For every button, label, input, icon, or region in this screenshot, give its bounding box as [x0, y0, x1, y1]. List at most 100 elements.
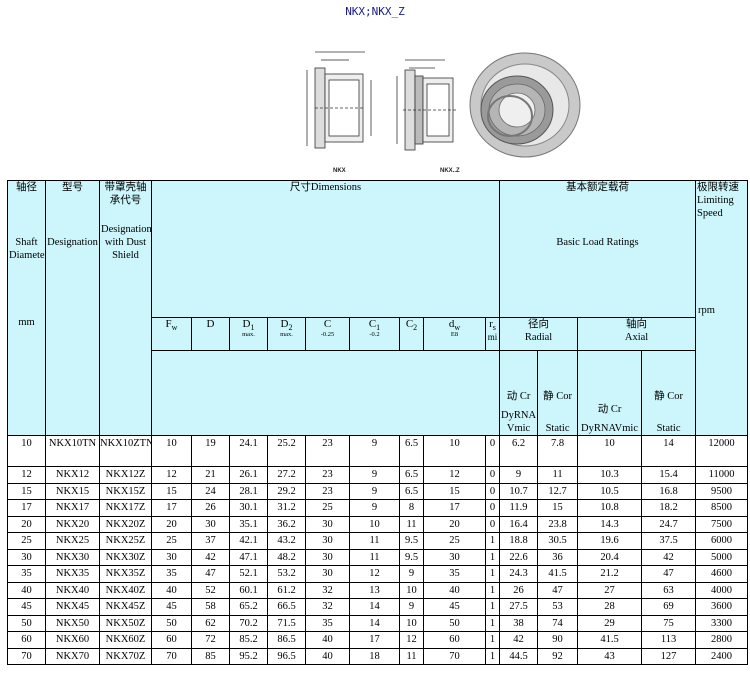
table-cell: 21 [191, 466, 230, 484]
table-cell: NKX20Z [99, 515, 152, 533]
table-cell: 6.5 [399, 482, 424, 500]
table-cell: 8500 [695, 499, 749, 517]
c-sym: C [323, 318, 332, 331]
radial-cor-en: Static [545, 423, 570, 434]
table-cell: 24.1 [229, 435, 268, 467]
header-D: D [191, 317, 230, 351]
table-cell: 25 [305, 499, 350, 517]
table-cell: 14 [349, 614, 400, 632]
header-dimensions: 尺寸Dimensions [150, 180, 501, 318]
table-cell: 6.5 [399, 435, 424, 467]
header-model-cn: 型号 [62, 182, 83, 193]
table-cell: 14.3 [577, 515, 643, 533]
table-cell: 43 [577, 647, 643, 665]
header-speed: 极限转速 Limiting Speed rpm [695, 180, 749, 436]
header-shaft: 轴径 Shaft Diameter mm [7, 180, 46, 436]
table-cell: 63 [641, 581, 697, 599]
axial-cor-cn: 静 Cor [654, 391, 683, 402]
table-cell: 17 [151, 499, 192, 517]
c1-note: -0.2 [369, 331, 380, 338]
table-cell: 58 [191, 598, 230, 616]
table-cell: NKX40Z [99, 581, 152, 599]
figure-caption-left: NKX [333, 168, 346, 174]
table-cell: 10 [423, 435, 486, 467]
table-cell: 13 [349, 581, 400, 599]
table-cell: 70.2 [229, 614, 268, 632]
table-cell: 47 [641, 565, 697, 583]
table-cell: 9.5 [399, 532, 424, 550]
table-cell: 62 [191, 614, 230, 632]
table-cell: 8 [399, 499, 424, 517]
table-cell: NKX50Z [99, 614, 152, 632]
table-cell: 42.1 [229, 532, 268, 550]
table-cell: NKX12Z [99, 466, 152, 484]
table-cell: 23 [305, 482, 350, 500]
table-cell: 11 [399, 647, 424, 665]
table-cell: 10.8 [577, 499, 643, 517]
table-cell: 17 [349, 631, 400, 649]
table-cell: 60 [423, 631, 486, 649]
header-dust: 带罩壳轴承代号 Designation with Dust Shield [99, 180, 152, 436]
table-cell: 25 [151, 532, 192, 550]
table-cell: 9 [499, 466, 539, 484]
table-cell: 1 [484, 647, 501, 665]
table-cell: 32 [305, 598, 350, 616]
table-cell: 6.2 [499, 435, 539, 467]
table-cell: 10 [577, 435, 643, 467]
table-cell: 50 [151, 614, 192, 632]
table-cell: 15 [423, 482, 486, 500]
table-cell: 10.5 [577, 482, 643, 500]
table-cell: 27.5 [499, 598, 539, 616]
table-cell: 61.2 [267, 581, 306, 599]
table-cell: 95.2 [229, 647, 268, 665]
table-cell: 11 [399, 515, 424, 533]
table-cell: NKX17Z [99, 499, 152, 517]
table-cell: NKX70 [45, 647, 100, 665]
table-cell: 1 [484, 614, 501, 632]
table-cell: 42 [191, 548, 230, 566]
table-cell: 20 [7, 515, 46, 533]
table-cell: 50 [7, 614, 46, 632]
table-cell: 0 [484, 466, 501, 484]
table-cell: 35.1 [229, 515, 268, 533]
table-cell: 1 [484, 532, 501, 550]
table-cell: 0 [484, 482, 501, 500]
table-cell: 53 [537, 598, 579, 616]
axial-cn: 轴向 [626, 319, 648, 330]
table-cell: 47 [537, 581, 579, 599]
table-cell: 17 [423, 499, 486, 517]
table-cell: 25 [423, 532, 486, 550]
header-shaft-en: Shaft Diameter [9, 237, 46, 261]
table-cell: 9 [399, 565, 424, 583]
table-cell: 24.3 [499, 565, 539, 583]
table-cell: 30 [305, 515, 350, 533]
table-cell: 6.5 [399, 466, 424, 484]
header-model: 型号 Designation [45, 180, 100, 436]
table-cell: 30 [305, 532, 350, 550]
table-cell: 16.8 [641, 482, 697, 500]
table-cell: 30.1 [229, 499, 268, 517]
page-title: NKX;NKX_Z [345, 5, 405, 18]
table-cell: 1 [484, 581, 501, 599]
table-cell: 96.5 [267, 647, 306, 665]
header-shaft-cn: 轴径 [16, 182, 37, 193]
table-cell: 0 [484, 515, 501, 533]
table-cell: NKX15 [45, 482, 100, 500]
table-cell: 18 [349, 647, 400, 665]
table-cell: 70 [423, 647, 486, 665]
table-cell: 12 [7, 466, 46, 484]
table-cell: NKX70Z [99, 647, 152, 665]
c1-sub: 1 [376, 323, 381, 333]
table-cell: 29 [577, 614, 643, 632]
table-cell: 53.2 [267, 565, 306, 583]
axial-cr-en: DyRNAVmic [581, 423, 639, 434]
table-cell: 10 [151, 435, 192, 467]
table-cell: 4000 [695, 581, 749, 599]
